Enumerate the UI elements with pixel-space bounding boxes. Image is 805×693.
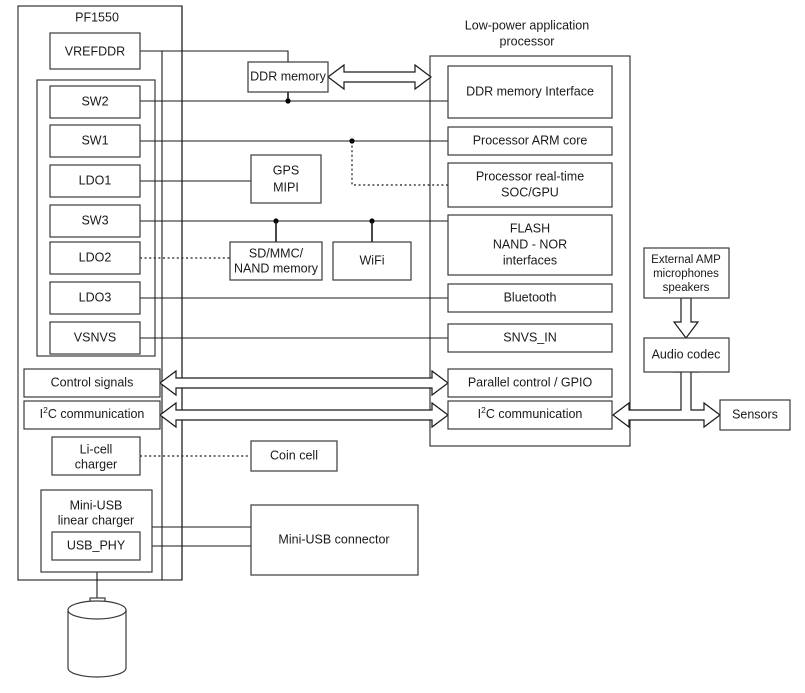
block-audio-codec-label: Audio codec [652,347,721,361]
block-coin-cell[interactable] [250,440,338,472]
block-audio-codec[interactable] [643,337,730,373]
block-sd-mmc-nand-memory-label-line1: SD/MMC/ [249,246,304,260]
block-sensors-label: Sensors [732,407,778,421]
pmic-regulator-group-box [36,79,156,357]
arrow-amp-to-audio-codec [672,297,700,339]
battery-body [67,610,127,678]
arrow-i2c-to-sensors-and-codec [612,355,721,429]
block-processor-real-time-soc-gpu-label-line1: Processor real-time [476,169,584,183]
block-vrefddr[interactable] [49,32,141,70]
block-ldo3-label: LDO3 [79,290,112,304]
block-mini-usb-connector[interactable] [250,504,419,576]
block-mini-usb-linear-charger-label-line2: linear charger [58,513,134,527]
block-sd-mmc-nand-memory[interactable] [229,241,323,281]
battery-top-ellipse [67,600,127,620]
block-parallel-control-gpio-label: Parallel control / GPIO [468,375,593,389]
block-flash-nand-nor-label-line1: FLASH [510,221,550,235]
block-processor-arm-core-label: Processor ARM core [473,133,588,147]
block-sw3[interactable] [49,204,141,238]
block-gps-mipi-label-line2: MIPI [273,180,299,194]
block-flash-nand-nor-label-line3: interfaces [503,253,557,267]
block-ldo1-label: LDO1 [79,173,112,187]
arrow-i2c-pmic-to-processor [159,401,449,429]
block-ddr-memory-interface-label: DDR memory Interface [466,84,594,98]
block-sensors[interactable] [719,399,791,431]
block-vsnvs[interactable] [49,321,141,355]
block-ldo2[interactable] [49,241,141,275]
wire-vrefddr-to-ddr-memory [140,50,289,62]
app-processor-group-label-line1: Low-power application [465,18,589,32]
block-wifi-label: WiFi [360,253,385,267]
block-ldo1[interactable] [49,164,141,198]
block-sw2-label: SW2 [81,94,108,108]
block-external-amp-label-line1: External AMP [651,254,721,266]
block-processor-real-time-soc-gpu[interactable] [447,162,613,208]
block-gps-mipi[interactable] [250,154,322,204]
block-processor-arm-core[interactable] [447,126,613,156]
block-li-cell-charger[interactable] [51,436,141,476]
block-i2c-communication-pmic[interactable] [23,400,161,430]
block-vrefddr-label: VREFDDR [65,44,125,58]
block-processor-real-time-soc-gpu-label-line2: SOC/GPU [501,185,559,199]
block-snvs-in-label: SNVS_IN [503,330,557,344]
block-usb-phy[interactable] [51,531,141,561]
block-parallel-control-gpio[interactable] [447,368,613,398]
block-ldo2-label: LDO2 [79,250,112,264]
block-flash-nand-nor[interactable] [447,214,613,276]
block-external-amp-label-line2: microphones [653,268,719,280]
block-gps-mipi-label-line1: GPS [273,163,299,177]
pf1550-group-label: PF1550 [75,10,119,24]
arrow-control-signals [159,369,449,397]
block-control-signals[interactable] [23,368,161,398]
block-usb-phy-label: USB_PHY [67,538,126,552]
block-sw1-label: SW1 [81,133,108,147]
junction-dot-ddr-memory [285,98,291,104]
block-mini-usb-connector-label: Mini-USB connector [278,532,389,546]
block-ddr-memory[interactable] [247,61,329,93]
block-li-cell-charger-label-line2: charger [75,457,117,471]
block-bluetooth-label: Bluetooth [504,290,557,304]
wire-sw1-to-soc-gpu-dotted [351,141,448,186]
block-snvs-in[interactable] [447,323,613,353]
block-control-signals-label: Control signals [51,375,134,389]
block-i2c-communication-pmic-label: I2C communication [40,405,145,421]
block-sw2[interactable] [49,85,141,119]
block-i2c-communication-processor-label: I2C communication [478,405,583,421]
block-sw3-label: SW3 [81,213,108,227]
block-mini-usb-linear-charger-label-line1: Mini-USB [70,498,123,512]
block-ddr-memory-label: DDR memory [250,69,326,83]
block-flash-nand-nor-label-line2: NAND - NOR [493,237,567,251]
block-sd-mmc-nand-memory-label-line2: NAND memory [234,261,319,275]
app-processor-group-box [429,55,631,447]
block-external-amp[interactable] [643,247,730,299]
block-wifi[interactable] [332,241,412,281]
app-processor-group-label-line2: processor [500,34,555,48]
block-vsnvs-label: VSNVS [74,330,116,344]
block-li-cell-charger-label-line1: Li-cell [80,442,113,456]
block-ddr-memory-interface[interactable] [447,65,613,119]
battery-cell [67,597,127,678]
arrow-ddr-memory-to-interface [327,63,432,91]
block-bluetooth[interactable] [447,283,613,313]
block-coin-cell-label: Coin cell [270,448,318,462]
block-external-amp-label-line3: speakers [663,282,710,294]
block-ldo3[interactable] [49,281,141,315]
block-sw1[interactable] [49,124,141,158]
block-i2c-communication-processor[interactable] [447,400,613,430]
